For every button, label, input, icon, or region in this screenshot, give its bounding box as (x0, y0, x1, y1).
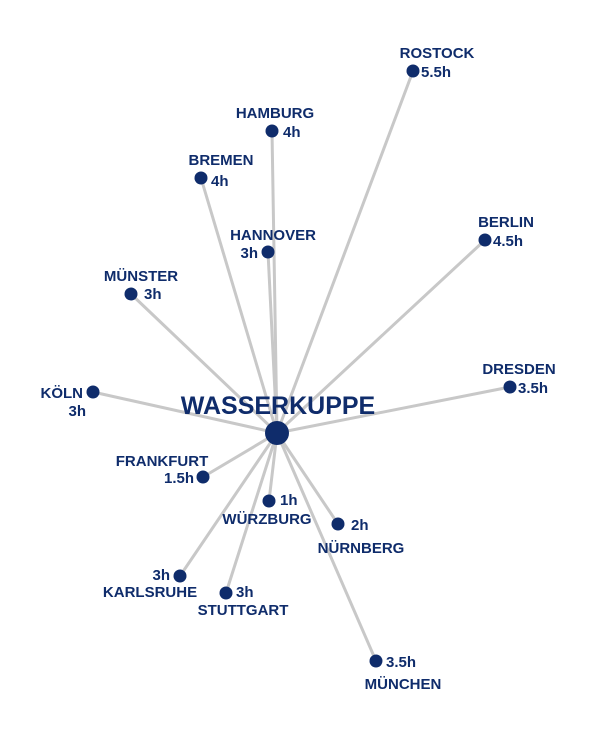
destination-labels: ROSTOCK5.5hHAMBURG4hBREMEN4hHANNOVER3hBE… (41, 45, 556, 693)
node-koeln (86, 385, 100, 399)
city-name-koeln: KÖLN (41, 385, 84, 402)
city-name-karlsruhe: KARLSRUHE (103, 584, 197, 601)
city-name-muenchen: MÜNCHEN (365, 676, 442, 693)
city-name-berlin: BERLIN (478, 214, 534, 231)
travel-time-koeln: 3h (68, 403, 86, 420)
spoke-rostock (275, 69, 415, 435)
spokes (91, 69, 512, 663)
node-nuernberg (331, 517, 345, 531)
travel-time-hannover: 3h (240, 245, 258, 262)
spoke-hannover (266, 250, 279, 435)
spoke-bremen (199, 176, 279, 435)
spoke-stuttgart (224, 431, 279, 595)
node-bremen (194, 171, 208, 185)
spoke-frankfurt (201, 431, 279, 479)
spoke-berlin (275, 238, 487, 435)
spoke-muenster (129, 292, 279, 435)
city-name-hannover: HANNOVER (230, 227, 316, 244)
travel-time-berlin: 4.5h (493, 233, 523, 250)
node-frankfurt (196, 470, 210, 484)
city-name-rostock: ROSTOCK (400, 45, 475, 62)
travel-time-dresden: 3.5h (518, 380, 548, 397)
node-muenchen (369, 654, 383, 668)
hub-label: WASSERKUPPE (181, 392, 375, 420)
hub-node (265, 421, 289, 445)
node-berlin (478, 233, 492, 247)
spoke-karlsruhe (178, 431, 279, 578)
travel-time-nuernberg: 2h (351, 517, 369, 534)
spoke-muenchen (275, 431, 378, 663)
travel-time-karlsruhe: 3h (152, 567, 170, 584)
travel-time-muenster: 3h (144, 286, 162, 303)
travel-time-frankfurt: 1.5h (164, 470, 194, 487)
city-name-frankfurt: FRANKFURT (116, 453, 208, 470)
spoke-hamburg (270, 129, 279, 435)
city-name-hamburg: HAMBURG (236, 105, 314, 122)
city-name-dresden: DRESDEN (482, 361, 555, 378)
travel-time-bremen: 4h (211, 173, 229, 190)
city-name-bremen: BREMEN (188, 152, 253, 169)
city-name-stuttgart: STUTTGART (198, 602, 289, 619)
city-name-wuerzburg: WÜRZBURG (222, 511, 311, 528)
node-hannover (261, 245, 275, 259)
node-stuttgart (219, 586, 233, 600)
city-name-nuernberg: NÜRNBERG (318, 540, 405, 557)
node-muenster (124, 287, 138, 301)
node-hamburg (265, 124, 279, 138)
city-name-muenster: MÜNSTER (104, 268, 178, 285)
spoke-nuernberg (275, 431, 340, 526)
travel-time-hamburg: 4h (283, 124, 301, 141)
node-wuerzburg (262, 494, 276, 508)
node-karlsruhe (173, 569, 187, 583)
travel-time-muenchen: 3.5h (386, 654, 416, 671)
spoke-koeln (91, 390, 279, 435)
travel-time-stuttgart: 3h (236, 584, 254, 601)
travel-time-rostock: 5.5h (421, 64, 451, 81)
travel-time-wuerzburg: 1h (280, 492, 298, 509)
node-rostock (406, 64, 420, 78)
node-dresden (503, 380, 517, 394)
destination-nodes (86, 64, 517, 668)
spoke-dresden (275, 385, 512, 435)
